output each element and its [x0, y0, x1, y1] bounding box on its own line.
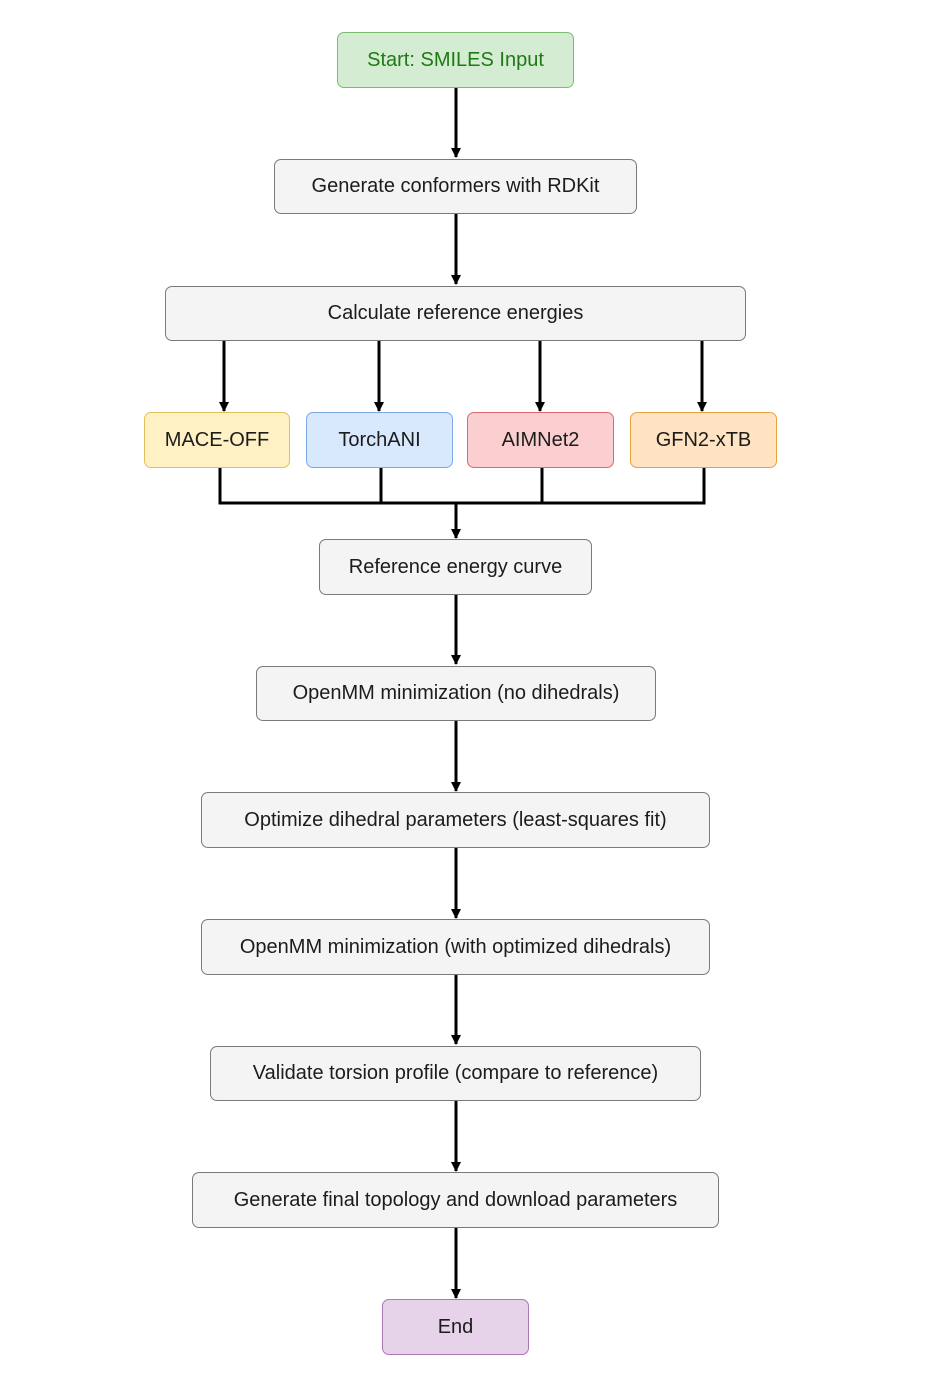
torchani-node: TorchANI	[306, 412, 453, 468]
openmm-minimization-optimized-node: OpenMM minimization (with optimized dihe…	[201, 919, 710, 975]
merge-line	[218, 467, 706, 505]
aimnet2-node: AIMNet2	[467, 412, 614, 468]
generate-conformers-node: Generate conformers with RDKit	[274, 159, 637, 214]
end-node: End	[382, 1299, 529, 1355]
mace-off-node: MACE-OFF	[144, 412, 290, 468]
optimize-dihedral-parameters-node: Optimize dihedral parameters (least-squa…	[201, 792, 710, 848]
calculate-reference-energies-node: Calculate reference energies	[165, 286, 746, 341]
openmm-minimization-no-dihedrals-node: OpenMM minimization (no dihedrals)	[256, 666, 656, 721]
validate-torsion-profile-node: Validate torsion profile (compare to ref…	[210, 1046, 701, 1101]
gfn2-xtb-node: GFN2-xTB	[630, 412, 777, 468]
reference-energy-curve-node: Reference energy curve	[319, 539, 592, 595]
generate-final-topology-node: Generate final topology and download par…	[192, 1172, 719, 1228]
start-node: Start: SMILES Input	[337, 32, 574, 88]
